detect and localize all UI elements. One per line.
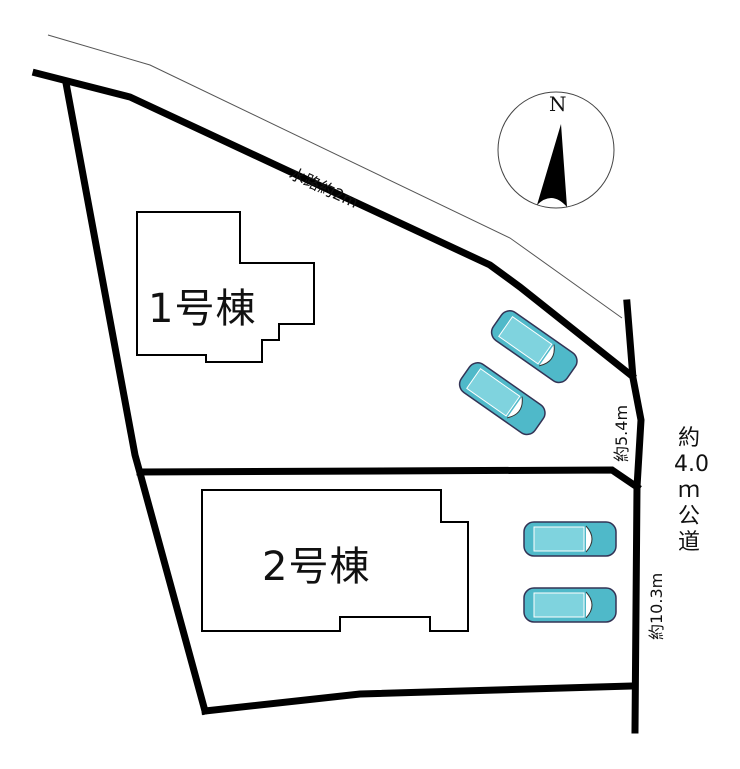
road-label-line: 約 [677, 426, 700, 451]
car-icon [523, 521, 617, 557]
lot1-frontage-dimension: 約5.4m [612, 404, 631, 462]
road-label: 約 4.0 ｍ 公 道 [674, 426, 709, 556]
road-label-line: 公 [677, 504, 700, 529]
lot2-frontage-dimension: 約10.3m [647, 572, 666, 640]
building-1-label: 1号棟 [148, 286, 257, 332]
building-2-label: 2号棟 [262, 544, 371, 590]
road-label-line: ｍ [677, 478, 700, 503]
lot-boundary-top [31, 68, 637, 381]
road-label-line: 道 [677, 530, 700, 555]
waterway-edge-line [47, 34, 623, 319]
lot-boundary-right [623, 299, 645, 734]
compass-north-label: N [549, 92, 567, 116]
road-label-line: 4.0 [674, 452, 709, 477]
car-icon [523, 587, 617, 623]
building-1-outline [136, 211, 315, 363]
north-arrow-icon [537, 124, 567, 207]
car-icon [490, 310, 578, 384]
building-2-outline [201, 489, 469, 632]
lot-boundary-bottom [201, 682, 637, 715]
car-icon [458, 362, 546, 436]
lot-division-line [136, 466, 642, 492]
lot-boundary-left [61, 78, 210, 716]
compass-circle [497, 91, 615, 209]
